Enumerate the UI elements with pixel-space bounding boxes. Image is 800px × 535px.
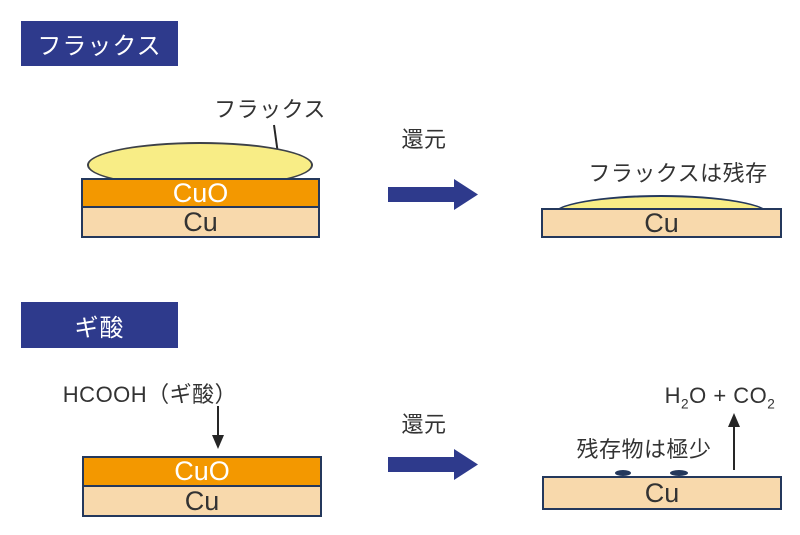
residue-label: 残存物は極少 xyxy=(576,437,712,462)
reduction-label: 還元 xyxy=(401,127,447,152)
gas-products-label: H2O + CO2 xyxy=(664,383,776,412)
residue-speck xyxy=(615,470,631,476)
cu-layer: Cu xyxy=(82,485,322,517)
flux-section-badge: フラックス xyxy=(21,21,178,66)
reduction-arrow-icon xyxy=(388,179,478,210)
hcooh-label: HCOOH（ギ酸） xyxy=(62,382,238,407)
reduction-label: 還元 xyxy=(401,412,447,437)
cu-layer-result: Cu xyxy=(542,476,782,510)
cu-layer-result: Cu xyxy=(541,208,782,238)
flux-result-label: フラックスは残存 xyxy=(588,161,768,186)
up-arrow-icon xyxy=(728,413,740,470)
cu-layer: Cu xyxy=(81,206,320,238)
down-arrow-icon xyxy=(212,406,224,449)
residue-speck xyxy=(670,470,688,476)
formic-acid-section-badge: ギ酸 xyxy=(21,302,178,348)
flux-pointer-label: フラックス xyxy=(214,97,326,122)
cuo-layer: CuO xyxy=(81,178,320,208)
cuo-layer: CuO xyxy=(82,456,322,487)
reduction-arrow-icon xyxy=(388,449,478,480)
residual-flux-dome xyxy=(552,195,770,209)
